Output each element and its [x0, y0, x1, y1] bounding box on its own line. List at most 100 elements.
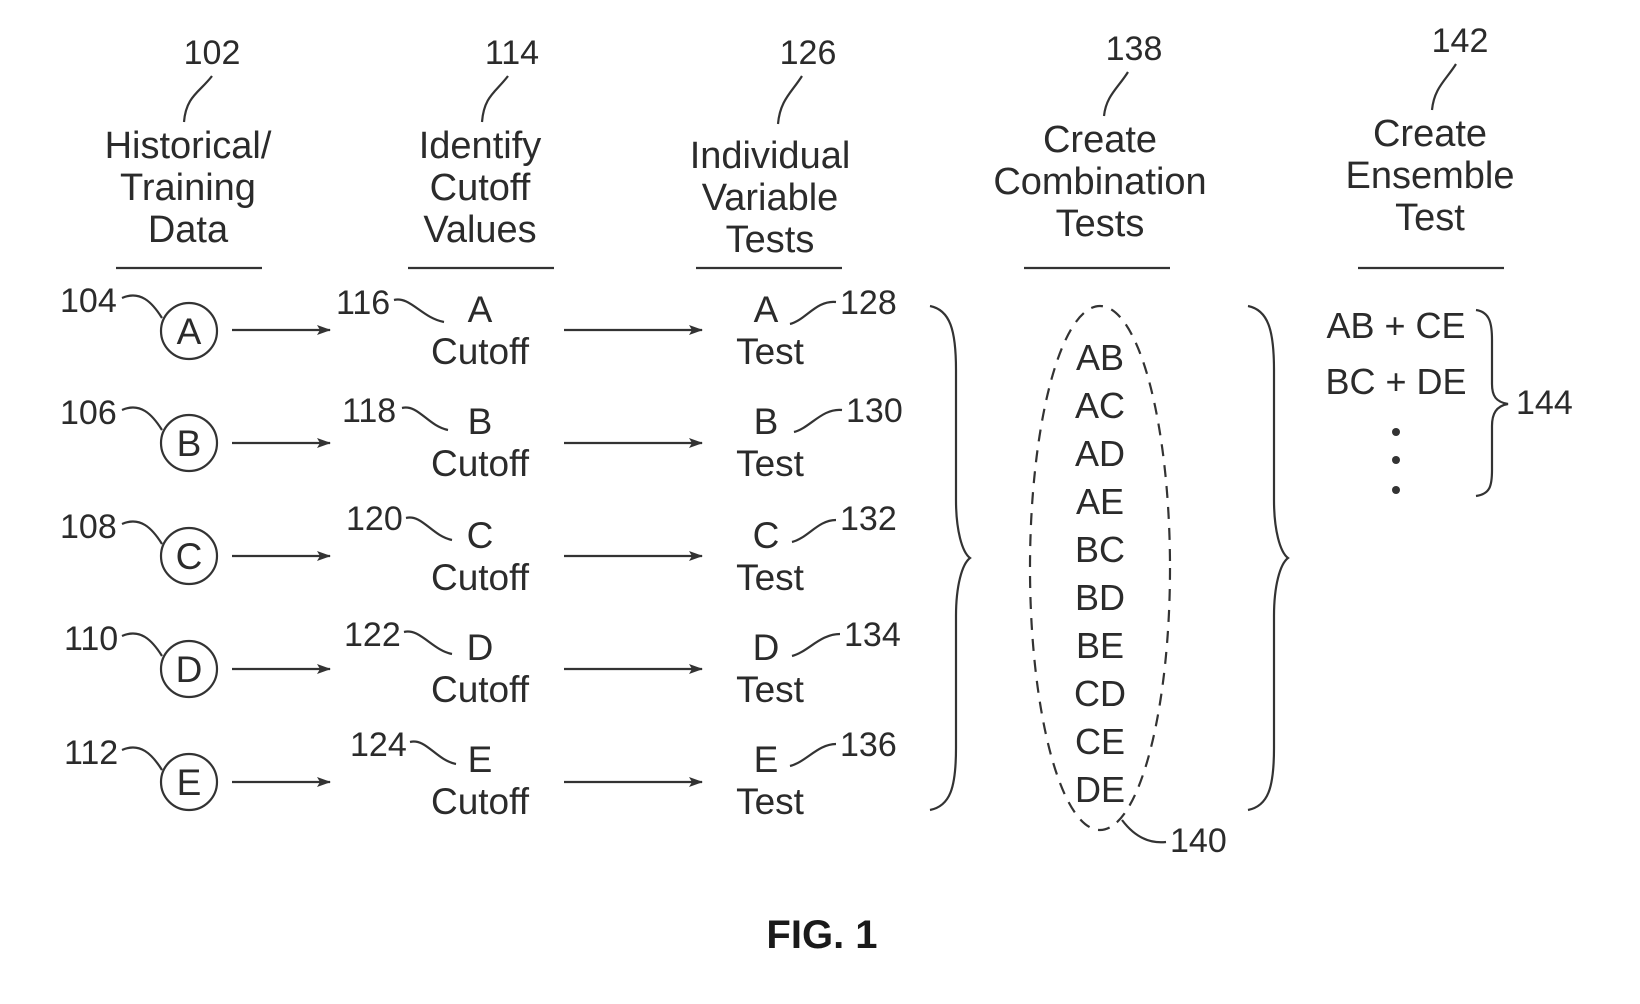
- column-4-header: Create Combination Tests: [993, 119, 1206, 245]
- cutoff-label: Cutoff: [431, 669, 530, 710]
- variable-ref-number: 104: [60, 282, 117, 320]
- svg-text:Individual: Individual: [690, 135, 851, 177]
- cutoff-ref-number: 122: [344, 616, 401, 654]
- cutoff-ref-number: 118: [342, 392, 396, 430]
- cutoff-leader-line: [406, 518, 452, 540]
- svg-text:Identify: Identify: [419, 125, 542, 167]
- test-ref-number: 128: [840, 284, 897, 322]
- column-2-header: Identify Cutoff Values: [419, 125, 542, 251]
- combinations-list: AB AC AD AE BC BD BE CD CE DE: [1074, 337, 1126, 810]
- cutoff-label: Cutoff: [431, 443, 530, 484]
- svg-text:Create: Create: [1043, 119, 1157, 161]
- column-5-ref-number: 142: [1432, 22, 1489, 60]
- test-letter: E: [754, 739, 779, 780]
- svg-text:Combination: Combination: [993, 161, 1206, 203]
- test-leader-line: [790, 302, 836, 324]
- ellipsis-dot: [1392, 456, 1400, 464]
- svg-text:Historical/: Historical/: [105, 125, 272, 167]
- test-label: Test: [736, 557, 805, 598]
- variable-letter: B: [177, 423, 202, 464]
- cutoff-ref-number: 116: [336, 284, 390, 322]
- column-3-header: Individual Variable Tests: [690, 135, 851, 261]
- cutoff-letter: D: [467, 627, 494, 668]
- figure-caption: FIG. 1: [766, 913, 877, 957]
- variable-ref-number: 108: [60, 508, 117, 546]
- svg-text:Values: Values: [423, 209, 536, 251]
- test-leader-line: [792, 520, 836, 542]
- test-label: Test: [736, 331, 805, 372]
- column-5-header: Create Ensemble Test: [1346, 113, 1515, 239]
- cutoff-label: Cutoff: [431, 557, 530, 598]
- svg-text:Cutoff: Cutoff: [430, 167, 531, 209]
- cutoff-letter: C: [467, 515, 494, 556]
- test-letter: C: [753, 515, 780, 556]
- cutoff-ref-number: 124: [350, 726, 407, 764]
- variable-row-c: 108 C 120 C Cutoff C 132 Test: [60, 500, 897, 598]
- ensemble-grouping-brace: [1476, 310, 1508, 496]
- column-4-leader-line: [1104, 72, 1128, 116]
- variable-row-b: 106 B 118 B Cutoff B 130 Test: [60, 392, 903, 484]
- variable-leader-line: [122, 407, 162, 430]
- combination-item: AD: [1075, 433, 1125, 474]
- combinations-grouping-brace: [1248, 306, 1288, 810]
- ellipse-ref-number: 140: [1170, 822, 1227, 860]
- combination-item: AC: [1075, 385, 1125, 426]
- svg-text:Ensemble: Ensemble: [1346, 155, 1515, 197]
- combination-item: CE: [1075, 721, 1125, 762]
- svg-text:Test: Test: [1395, 197, 1465, 239]
- ensemble-list: AB + CE BC + DE: [1325, 305, 1466, 494]
- test-letter: A: [754, 289, 779, 330]
- variable-row-a: 104 A 116 A Cutoff A 128 Test: [60, 282, 897, 372]
- column-1-ref-number: 102: [184, 34, 241, 72]
- test-label: Test: [736, 443, 805, 484]
- column-3-ref-number: 126: [780, 34, 837, 72]
- variable-leader-line: [122, 521, 162, 544]
- tests-grouping-brace: [930, 306, 970, 810]
- cutoff-leader-line: [410, 742, 456, 764]
- cutoff-label: Cutoff: [431, 331, 530, 372]
- cutoff-letter: A: [468, 289, 493, 330]
- cutoff-letter: E: [468, 739, 493, 780]
- test-label: Test: [736, 781, 805, 822]
- test-leader-line: [790, 744, 836, 766]
- variable-row-e: 112 E 124 E Cutoff E 136 Test: [64, 726, 897, 822]
- column-3-leader-line: [778, 76, 802, 124]
- combination-item: BD: [1075, 577, 1125, 618]
- cutoff-letter: B: [468, 401, 493, 442]
- ensemble-item: AB + CE: [1326, 305, 1465, 346]
- svg-text:Variable: Variable: [702, 177, 839, 219]
- ensemble-item: BC + DE: [1325, 361, 1466, 402]
- combination-item: BC: [1075, 529, 1125, 570]
- combination-item: AB: [1076, 337, 1124, 378]
- variable-letter: E: [177, 762, 202, 803]
- ellipsis-dot: [1392, 428, 1400, 436]
- variable-leader-line: [122, 747, 162, 770]
- variable-ref-number: 106: [60, 394, 117, 432]
- cutoff-ref-number: 120: [346, 500, 403, 538]
- variable-leader-line: [122, 633, 162, 656]
- combination-item: DE: [1075, 769, 1125, 810]
- variable-leader-line: [122, 295, 162, 318]
- test-leader-line: [794, 410, 842, 432]
- cutoff-leader-line: [394, 300, 444, 322]
- column-2-ref-number: 114: [485, 34, 539, 72]
- svg-text:Tests: Tests: [1056, 203, 1145, 245]
- column-1-header: Historical/ Training Data: [105, 125, 272, 251]
- variable-ref-number: 112: [64, 734, 118, 772]
- cutoff-label: Cutoff: [431, 781, 530, 822]
- variable-row-d: 110 D 122 D Cutoff D 134 Test: [64, 616, 901, 710]
- combination-item: BE: [1076, 625, 1124, 666]
- test-letter: D: [753, 627, 780, 668]
- variable-ref-number: 110: [64, 620, 118, 658]
- variable-letter: C: [176, 536, 203, 577]
- svg-text:Data: Data: [148, 209, 229, 251]
- variable-letter: A: [177, 311, 202, 352]
- combination-item: AE: [1076, 481, 1124, 522]
- svg-text:Create: Create: [1373, 113, 1487, 155]
- test-leader-line: [792, 634, 840, 656]
- test-ref-number: 130: [846, 392, 903, 430]
- ellipsis-dot: [1392, 486, 1400, 494]
- column-4-ref-number: 138: [1106, 30, 1163, 68]
- test-label: Test: [736, 669, 805, 710]
